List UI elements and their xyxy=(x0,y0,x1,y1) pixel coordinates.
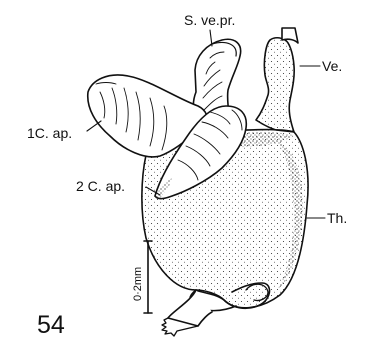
appendage-segment xyxy=(168,290,212,326)
figure-number: 54 xyxy=(37,311,65,339)
ve-structure xyxy=(256,38,294,132)
scale-bar-label: 0·2mm xyxy=(132,267,144,301)
leader-c1-ap xyxy=(87,121,101,131)
label-c2-ap: 2 C. ap. xyxy=(76,178,125,194)
label-th: Th. xyxy=(327,210,347,226)
label-ve: Ve. xyxy=(322,58,342,74)
label-s-ve-pr: S. ve.pr. xyxy=(184,12,235,28)
label-c1-ap: 1C. ap. xyxy=(27,125,72,141)
